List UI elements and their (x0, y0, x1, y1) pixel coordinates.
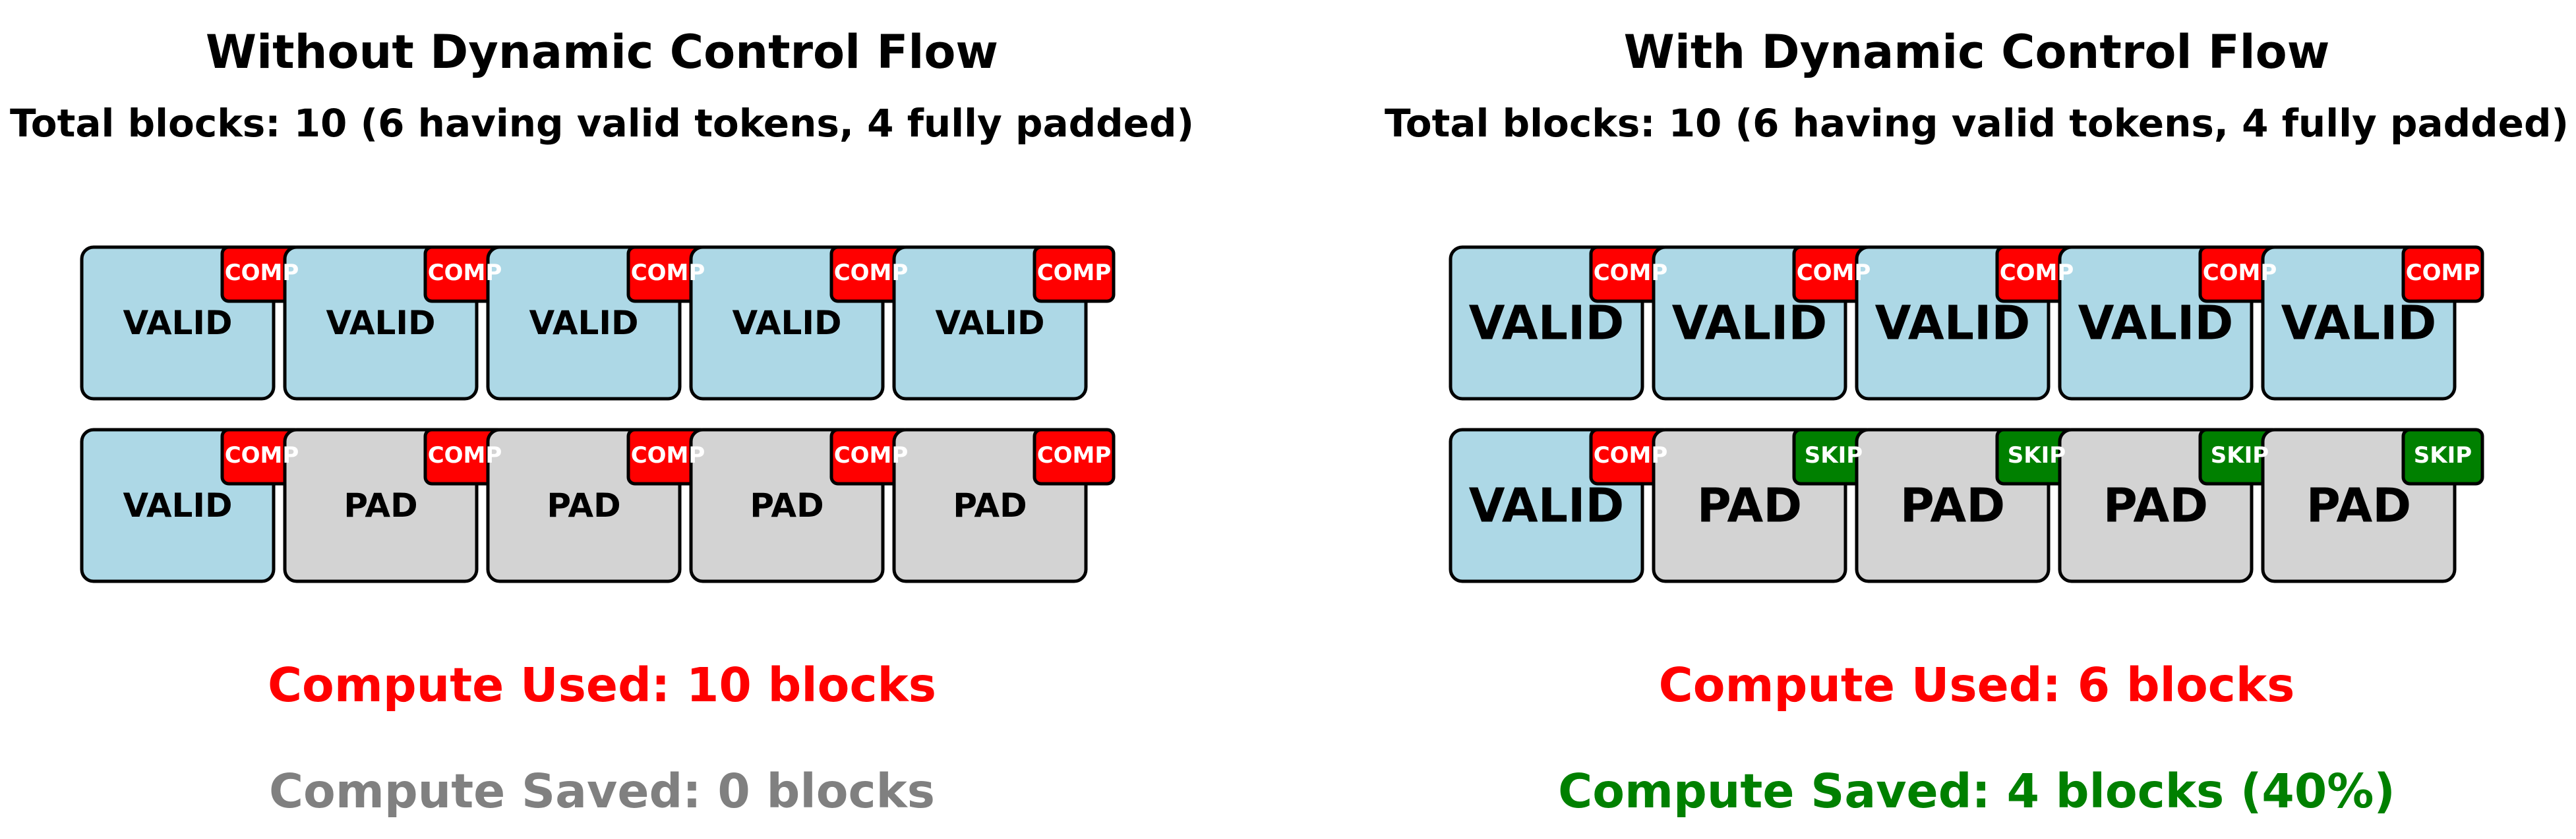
block-label: PAD (750, 486, 824, 525)
panel-subtitle: Total blocks: 10 (6 having valid tokens,… (1385, 101, 2569, 146)
block-pad: PAD (689, 428, 913, 583)
block-valid: VALID (1449, 428, 1672, 583)
skip-badge (2401, 428, 2484, 486)
badge-label: COMP (2406, 260, 2480, 286)
compute-badge (1033, 428, 1116, 486)
block-label: PAD (2306, 478, 2411, 533)
badge-label: COMP (2203, 260, 2277, 286)
badge-label: COMP (225, 442, 299, 469)
badge-label: COMP (1594, 260, 1668, 286)
block-label: PAD (547, 486, 620, 525)
compute-saved-label: Compute Saved: 4 blocks (40%) (1558, 764, 2395, 819)
block-label: VALID (529, 304, 639, 342)
block-label: PAD (344, 486, 417, 525)
compute-badge (1033, 245, 1116, 303)
block-label: VALID (733, 304, 842, 342)
badge-label: SKIP (2414, 442, 2472, 469)
block-valid: VALID (1652, 245, 1875, 401)
block-pad: PAD (892, 428, 1116, 583)
badge-label: COMP (1037, 442, 1112, 469)
badge-labels: COMP COMP COMP COMP COMP COMP COMP COMP COMP COMP (225, 260, 1112, 469)
block-label: PAD (2103, 478, 2208, 533)
panel-with-dcf: With Dynamic Control Flow Total blocks: … (1385, 25, 2569, 819)
block-pad: PAD (2058, 428, 2281, 583)
badge-label: COMP (2000, 260, 2074, 286)
block-valid: VALID (80, 428, 303, 583)
block-label: VALID (936, 304, 1045, 342)
badge-label: SKIP (2008, 442, 2066, 469)
block-valid: VALID (1855, 245, 2078, 401)
block-valid: VALID (689, 245, 913, 401)
block-valid: VALID (892, 245, 1116, 401)
compute-used-label: Compute Used: 10 blocks (268, 658, 936, 712)
block-label: VALID (2281, 296, 2437, 351)
block-label: PAD (1697, 478, 1802, 533)
block-label: VALID (1469, 478, 1625, 533)
block-label: VALID (1672, 296, 1828, 351)
block-valid: VALID (2261, 245, 2484, 401)
badge-label: COMP (225, 260, 299, 286)
panel-without-dcf: Without Dynamic Control Flow Total block… (10, 25, 1194, 819)
badge-label: COMP (1797, 260, 1871, 286)
block-pad: PAD (283, 428, 506, 583)
compute-used-label: Compute Used: 6 blocks (1659, 658, 2295, 712)
panel-title: With Dynamic Control Flow (1624, 25, 2330, 79)
block-pad: PAD (1652, 428, 1875, 583)
block-label: VALID (2078, 296, 2234, 351)
block-row: VALID VALID VALID VALID VALID (1449, 245, 2484, 401)
block-label: VALID (123, 486, 233, 525)
badge-label: COMP (834, 260, 909, 286)
badge-label: COMP (428, 442, 502, 469)
badge-label: COMP (428, 260, 502, 286)
block-valid: VALID (486, 245, 709, 401)
block-valid: VALID (2058, 245, 2281, 401)
block-label: VALID (123, 304, 233, 342)
badge-label: COMP (1037, 260, 1112, 286)
block-valid: VALID (1449, 245, 1672, 401)
block-grid: VALID VALID VALID VALID VALID VALID PAD PAD PAD P… (1449, 245, 2484, 583)
block-pad: PAD (2261, 428, 2484, 583)
badge-label: SKIP (1805, 442, 1863, 469)
block-label: VALID (326, 304, 436, 342)
block-row: VALID PAD PAD PAD PAD (80, 428, 1116, 583)
block-valid: VALID (80, 245, 303, 401)
block-label: VALID (1875, 296, 2031, 351)
block-pad: PAD (486, 428, 709, 583)
block-pad: PAD (1855, 428, 2078, 583)
badge-labels: COMP COMP COMP COMP COMP COMP SKIP SKIP SKIP SKIP (1594, 260, 2480, 469)
block-valid: VALID (283, 245, 506, 401)
block-label: PAD (953, 486, 1027, 525)
block-row: VALID PAD PAD PAD PAD (1449, 428, 2484, 583)
block-label: VALID (1469, 296, 1625, 351)
badge-label: COMP (631, 260, 705, 286)
panel-subtitle: Total blocks: 10 (6 having valid tokens,… (10, 101, 1194, 146)
block-label: PAD (1900, 478, 2005, 533)
badge-label: COMP (834, 442, 909, 469)
badge-label: COMP (631, 442, 705, 469)
block-row: VALID VALID VALID VALID VALID (80, 245, 1116, 401)
compute-saved-label: Compute Saved: 0 blocks (269, 764, 935, 819)
block-grid: VALID VALID VALID VALID VALID VALID PAD PAD PAD P… (80, 245, 1116, 583)
panel-title: Without Dynamic Control Flow (206, 25, 998, 79)
compute-badge (2401, 245, 2484, 303)
badge-label: SKIP (2211, 442, 2269, 469)
badge-label: COMP (1594, 442, 1668, 469)
